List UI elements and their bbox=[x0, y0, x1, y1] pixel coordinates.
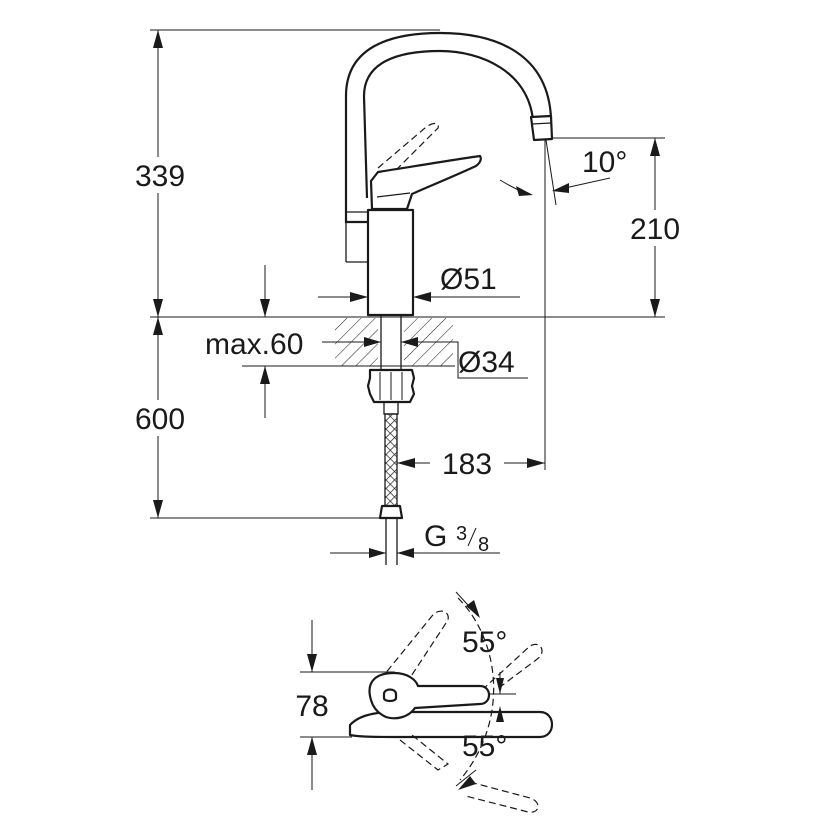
shank bbox=[380, 316, 402, 370]
dim-10-degree: 10° bbox=[499, 139, 627, 206]
dim-210-label: 210 bbox=[630, 213, 680, 246]
top-view: 78 55° 55° bbox=[284, 591, 554, 813]
dim-body-diameter: Ø51 bbox=[318, 263, 520, 302]
dim-thread-num-label: 3 bbox=[456, 523, 467, 545]
top-view-rotation-arc bbox=[457, 597, 495, 781]
dim-183: 183 bbox=[397, 448, 545, 481]
dim-210: 210 bbox=[622, 138, 688, 317]
dim-shank-diameter-label: Ø34 bbox=[458, 346, 515, 379]
dim-55-top: 55° bbox=[455, 591, 516, 695]
side-view: 339 600 210 10° bbox=[128, 29, 688, 565]
dim-max-deck-thickness: max.60 bbox=[202, 265, 381, 418]
top-view-handle-dashed bbox=[379, 610, 543, 813]
dim-body-diameter-label: Ø51 bbox=[440, 263, 497, 296]
braided-hose bbox=[384, 413, 398, 507]
dim-78: 78 bbox=[284, 620, 395, 790]
mounting-nut bbox=[366, 368, 416, 404]
dim-55-top-label: 55° bbox=[462, 626, 507, 659]
dim-55-bottom: 55° bbox=[455, 706, 507, 790]
lever-handle bbox=[369, 154, 482, 211]
hose-end-fitting bbox=[378, 504, 404, 565]
top-view-spout bbox=[348, 710, 554, 739]
dim-thread: G 3 8 bbox=[330, 520, 500, 558]
dim-thread-den-label: 8 bbox=[478, 534, 489, 556]
dim-55-bottom-label: 55° bbox=[462, 730, 507, 763]
dim-600-label: 600 bbox=[135, 403, 185, 436]
faucet-body bbox=[366, 208, 415, 317]
dim-339: 339 bbox=[128, 30, 190, 317]
lever-alternate-position bbox=[377, 122, 439, 171]
dim-shank-diameter: Ø34 bbox=[401, 337, 528, 379]
dim-78-label: 78 bbox=[295, 690, 328, 723]
dim-600: 600 bbox=[128, 317, 190, 518]
hose-collar bbox=[383, 401, 399, 415]
dim-thread-g-label: G bbox=[424, 520, 447, 553]
dim-339-label: 339 bbox=[135, 160, 185, 193]
spout bbox=[344, 31, 554, 263]
dim-183-label: 183 bbox=[442, 448, 492, 481]
dim-10-degree-label: 10° bbox=[582, 146, 627, 179]
dim-max-deck-thickness-label: max.60 bbox=[205, 328, 303, 361]
top-view-handle bbox=[368, 671, 491, 720]
